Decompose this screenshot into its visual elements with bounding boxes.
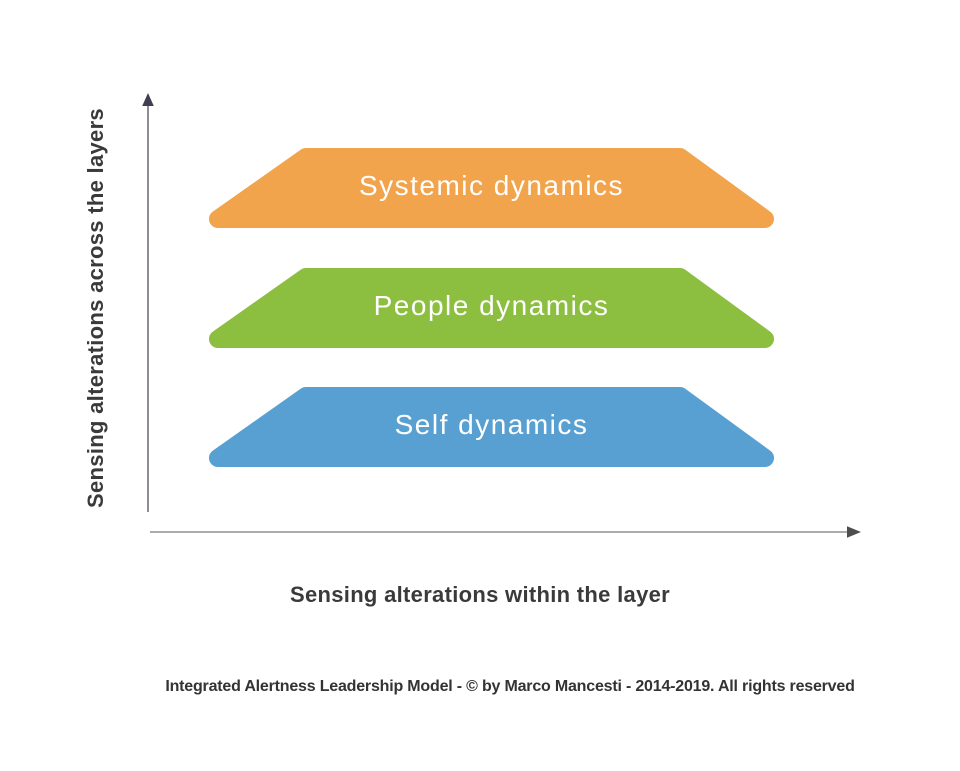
- y-axis-arrowhead-icon: [142, 93, 154, 106]
- layer-systemic-trapezoid: [209, 148, 774, 228]
- x-axis-arrowhead-icon: [847, 526, 861, 538]
- attribution-text: Integrated Alertness Leadership Model - …: [165, 678, 855, 695]
- layer-people-trapezoid: [209, 268, 774, 348]
- y-axis-label: Sensing alterations across the layers: [83, 108, 108, 508]
- x-axis-label: Sensing alterations within the layer: [290, 582, 670, 607]
- layer-self-trapezoid: [209, 387, 774, 467]
